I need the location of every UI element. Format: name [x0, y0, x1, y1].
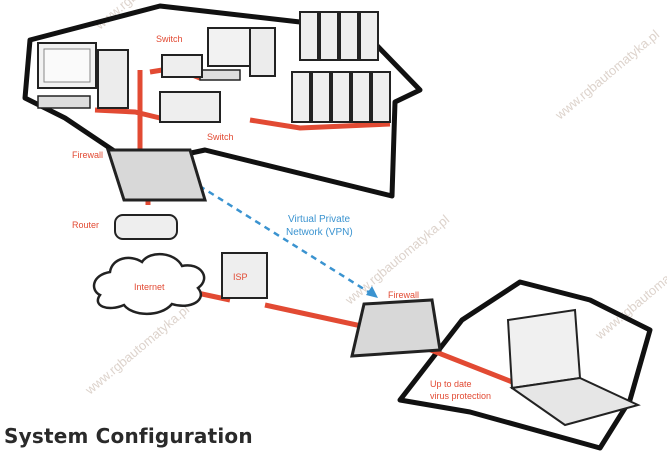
- server-unit: [339, 11, 359, 61]
- server-unit: [331, 71, 351, 123]
- server-rack: [291, 11, 391, 123]
- server-unit: [311, 71, 331, 123]
- internet-label: Internet: [134, 282, 165, 292]
- page-title: System Configuration: [4, 424, 253, 448]
- workstation-right: [199, 27, 276, 81]
- home-firewall-device: [350, 298, 442, 358]
- watermark: www.rgbautomatyka.pl: [92, 0, 203, 33]
- vpn-arrowhead-home: [366, 286, 378, 298]
- watermark: www.rgbautomatyka.pl: [82, 302, 193, 398]
- vpn-label-line2: Network (VPN): [286, 227, 353, 238]
- monitor: [207, 27, 257, 67]
- switch-top-device: [161, 54, 203, 78]
- switch-top-label: Switch: [156, 34, 183, 44]
- switch-main-device: [159, 91, 221, 123]
- keyboard: [199, 69, 241, 81]
- laptop-screen: [506, 308, 582, 390]
- server-unit: [371, 71, 391, 123]
- virus-protection-label-line1: Up to date: [430, 379, 472, 389]
- switch-main-label: Switch: [207, 132, 234, 142]
- server-unit: [299, 11, 319, 61]
- office-firewall-device: [105, 148, 208, 202]
- vpn-link: [189, 178, 376, 298]
- firewall-office-label: Firewall: [72, 150, 103, 160]
- server-unit: [359, 11, 379, 61]
- office-building-outline: [22, 3, 423, 199]
- workstation-left: [37, 42, 129, 109]
- virus-protection-label-line2: virus protection: [430, 391, 491, 401]
- firewall-home-label: Firewall: [388, 290, 419, 300]
- monitor-screen: [43, 48, 91, 83]
- tower: [249, 27, 276, 77]
- tower: [97, 49, 129, 109]
- router-label: Router: [72, 220, 99, 230]
- home-building-outline: [397, 279, 653, 451]
- server-unit: [291, 71, 311, 123]
- isp-label: ISP: [233, 272, 248, 282]
- laptop-base: [509, 376, 641, 427]
- internet-cloud: [92, 253, 206, 316]
- laptop: [506, 308, 641, 427]
- watermark: www.rgbautomatyka.pl: [552, 27, 663, 123]
- link-workstations: [94, 107, 161, 121]
- isp-device: [221, 252, 268, 299]
- router-device: [114, 214, 178, 240]
- server-unit: [351, 71, 371, 123]
- vpn-label-line1: Virtual Private: [288, 214, 351, 225]
- keyboard: [37, 95, 91, 109]
- watermark: www.rgbautomatyka.pl: [592, 247, 667, 343]
- server-unit: [319, 11, 339, 61]
- link-server-rack: [249, 117, 391, 131]
